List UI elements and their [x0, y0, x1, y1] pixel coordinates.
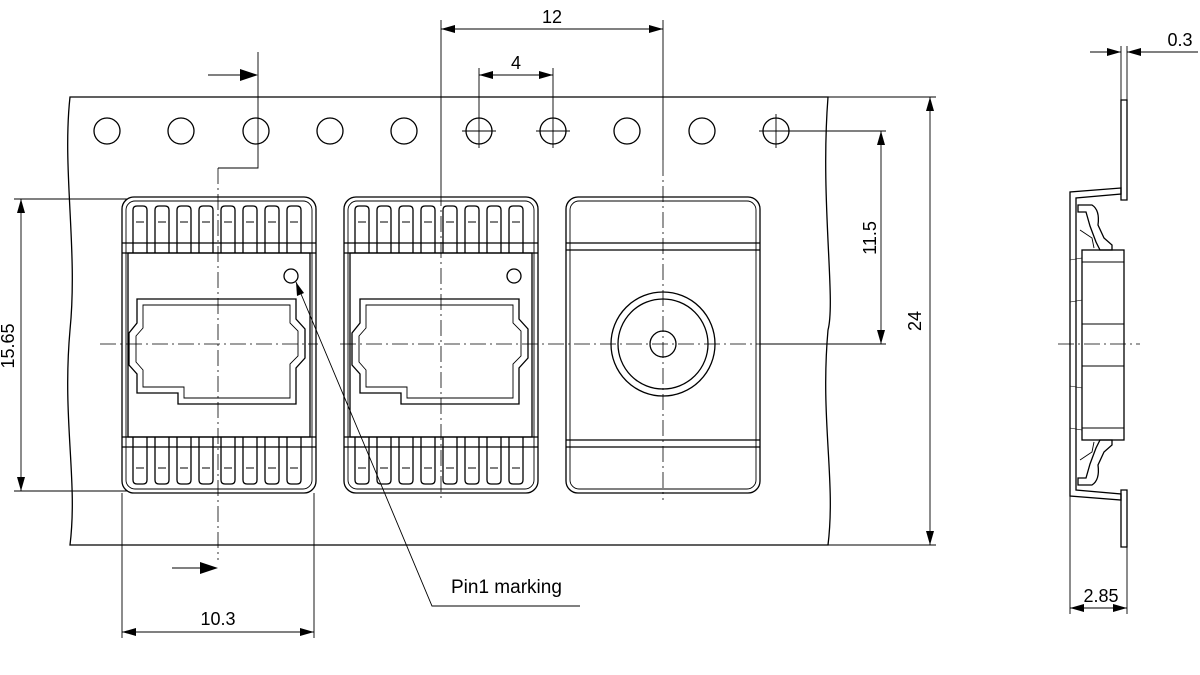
dim-text-2-85: 2.85 — [1083, 586, 1118, 606]
dimension-2-85: 2.85 — [1069, 496, 1128, 614]
dim-text-24: 24 — [905, 311, 925, 331]
dim-text-12: 12 — [542, 7, 562, 27]
dim-text-11-5: 11.5 — [860, 221, 880, 255]
top-leads — [354, 205, 524, 253]
sprocket-hole — [688, 117, 716, 145]
pin1-dot — [283, 268, 299, 284]
sprocket-holes — [93, 114, 793, 148]
dim-text-10-3: 10.3 — [200, 609, 235, 629]
dim-text-0-3: 0.3 — [1167, 30, 1192, 50]
dimension-12: 12 — [440, 7, 664, 190]
pocket-1 — [121, 196, 317, 494]
sprocket-hole — [613, 117, 641, 145]
sprocket-hole — [390, 117, 418, 145]
dimension-24: 24 — [905, 97, 934, 545]
sprocket-hole — [93, 117, 121, 145]
center-lines — [100, 160, 1140, 560]
bottom-leads — [132, 437, 302, 485]
sprocket-hole — [316, 117, 344, 145]
top-leads — [132, 205, 302, 253]
sprocket-hole — [167, 117, 195, 145]
bottom-leads — [354, 437, 524, 485]
pocket-2 — [343, 196, 539, 494]
pin1-callout: Pin1 marking — [295, 281, 580, 607]
dim-text-4: 4 — [511, 53, 521, 73]
pin1-dot — [506, 268, 522, 284]
carrier-tape-outline — [67, 96, 831, 546]
dimension-15-65: 15.65 — [0, 198, 128, 492]
feed-direction-arrows — [172, 52, 259, 574]
dimension-10-3: 10.3 — [121, 493, 315, 638]
dimension-4: 4 — [478, 53, 554, 148]
dimension-11-5: 11.5 — [793, 130, 886, 344]
side-section-view — [1069, 99, 1128, 548]
dimension-0-3: 0.3 — [1090, 30, 1198, 100]
pin1-label: Pin1 marking — [451, 577, 562, 598]
dim-text-15-65: 15.65 — [0, 323, 18, 368]
sprocket-hole — [242, 117, 270, 145]
